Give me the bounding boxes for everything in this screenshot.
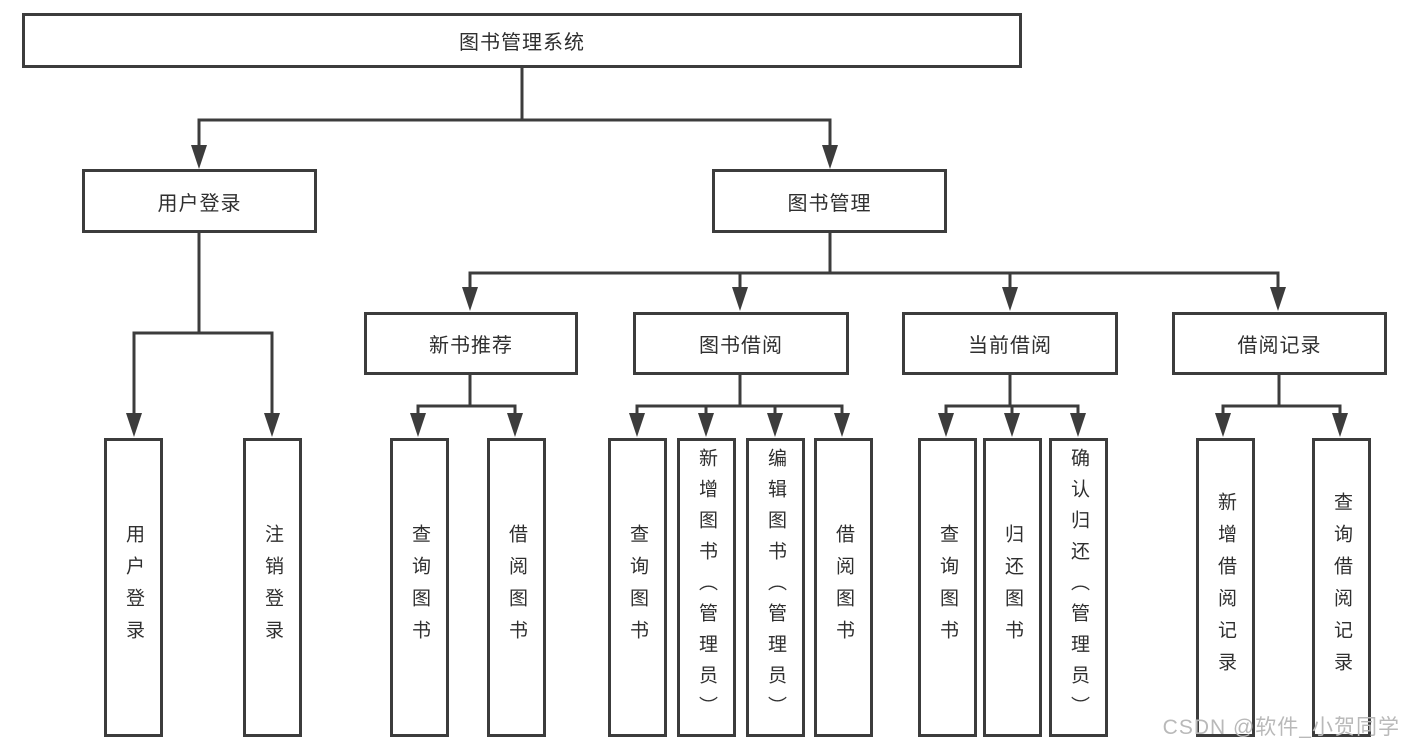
connector-records-to-leaves bbox=[1221, 374, 1342, 416]
leaf-edit-book-admin: 编辑图书（管理员） bbox=[746, 438, 805, 737]
leaf-add-book-admin: 新增图书（管理员） bbox=[677, 438, 736, 737]
node-new-book-recommend: 新书推荐 bbox=[364, 312, 578, 375]
connector-current-to-leaves bbox=[944, 374, 1080, 416]
node-borrow-records: 借阅记录 bbox=[1172, 312, 1387, 375]
node-book-borrow: 图书借阅 bbox=[633, 312, 849, 375]
leaf-return-book: 归还图书 bbox=[983, 438, 1042, 737]
arrowheads bbox=[126, 145, 1348, 437]
leaf-query-books-current: 查询图书 bbox=[918, 438, 977, 737]
leaf-user-login: 用户登录 bbox=[104, 438, 163, 737]
leaf-logout: 注销登录 bbox=[243, 438, 302, 737]
node-user-login: 用户登录 bbox=[82, 169, 317, 233]
connector-borrowing-to-leaves bbox=[635, 374, 844, 416]
node-root: 图书管理系统 bbox=[22, 13, 1022, 68]
leaf-add-borrow-record: 新增借阅记录 bbox=[1196, 438, 1255, 737]
leaf-query-books-borrow: 查询图书 bbox=[608, 438, 667, 737]
leaf-borrow-books: 借阅图书 bbox=[814, 438, 873, 737]
node-book-management: 图书管理 bbox=[712, 169, 947, 233]
leaf-confirm-return-admin: 确认归还（管理员） bbox=[1049, 438, 1108, 737]
connector-userlogin-to-leaves bbox=[132, 233, 274, 416]
connector-bookmgmt-to-level3 bbox=[468, 233, 1280, 290]
leaf-query-borrow-record: 查询借阅记录 bbox=[1312, 438, 1371, 737]
node-current-borrow: 当前借阅 bbox=[902, 312, 1118, 375]
leaf-query-books-recommend: 查询图书 bbox=[390, 438, 449, 737]
connector-root-to-level2 bbox=[197, 68, 832, 148]
connector-newbooks-to-leaves bbox=[416, 374, 517, 416]
leaf-borrow-books-recommend: 借阅图书 bbox=[487, 438, 546, 737]
